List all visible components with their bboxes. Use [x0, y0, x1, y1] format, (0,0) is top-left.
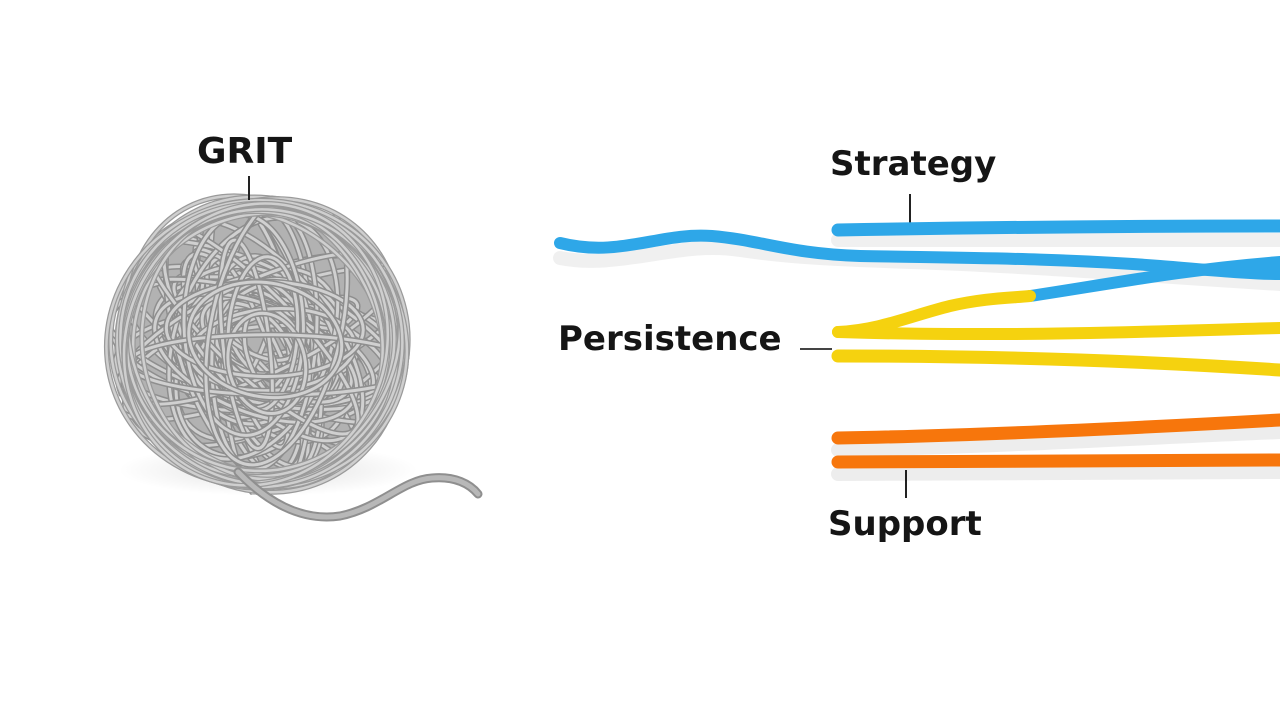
support-strand-top — [831, 413, 1280, 445]
support-strand-bottom — [831, 453, 1280, 469]
strategy-strand-cross — [1024, 256, 1280, 302]
support-label: Support — [828, 504, 982, 544]
yarn-ball-icon — [103, 193, 483, 522]
separated-strands-icon — [553, 219, 1280, 481]
strategy-label: Strategy — [830, 144, 997, 184]
persistence-strand-mid — [832, 322, 1280, 341]
persistence-strand-rising — [832, 290, 1036, 338]
persistence-label: Persistence — [558, 319, 782, 359]
grit-label: GRIT — [197, 131, 293, 172]
strategy-strand-top — [831, 219, 1280, 237]
persistence-strand-bottom — [831, 349, 1280, 377]
